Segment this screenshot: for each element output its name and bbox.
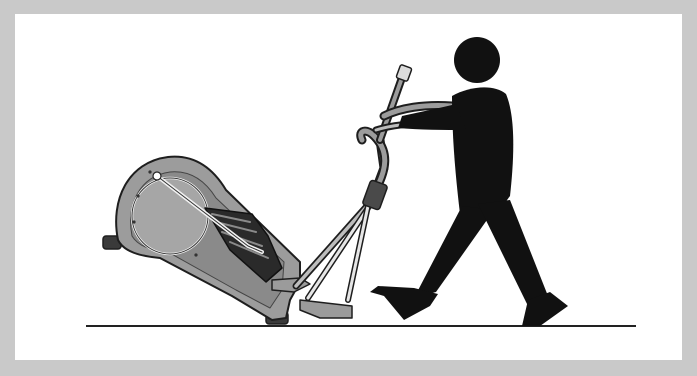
- pivot-box: [362, 180, 388, 211]
- pedal-plate-front: [300, 300, 352, 318]
- person-head: [454, 37, 500, 83]
- person-leg-front: [478, 200, 548, 306]
- elliptical-trainer-icon: [103, 64, 452, 324]
- person-torso: [452, 87, 513, 214]
- person-leg-back: [414, 206, 494, 298]
